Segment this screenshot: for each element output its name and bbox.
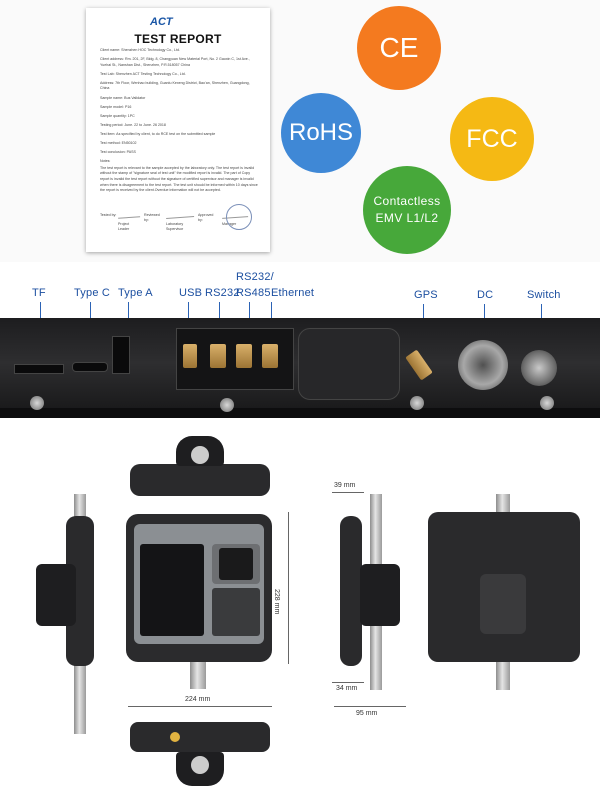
report-title: TEST REPORT [134,32,222,46]
sample-model: Sample model: P16 [100,104,132,109]
height-dim-line [288,512,289,664]
act-logo: ACT [150,16,173,28]
rohs-badge: RoHS [281,93,361,173]
front-screen [140,544,204,636]
port-label-tf: TF [32,287,46,299]
fcc-badge: FCC [450,97,534,181]
client-address: Client address: Rm. 201, 2F, Bldg. 8, Ch… [100,57,250,67]
width-dim: 224 mm [185,696,211,703]
screw-icon [30,396,44,410]
ethernet-terminal [262,344,278,368]
port-label-ethernet: Ethernet [271,287,315,299]
depth-top-dim: 39 mm [334,482,356,489]
lab-stamp [226,204,252,230]
sample-name: Sample name: Bus Validator [100,95,146,100]
screw-icon [220,398,234,412]
centre-housing [298,328,400,400]
lab-address: Address: 7th Floor, Wenhao building, Gua… [100,80,250,91]
dc-connector [458,340,508,390]
power-switch [521,350,557,386]
depth-bottom-dim: 34 mm [336,685,358,692]
port-label-type-c: Type C [74,287,111,299]
port-label-type-a: Type A [118,287,153,299]
depth-overall-dim: 95 mm [356,710,378,717]
port-label-switch: Switch [527,289,561,301]
fcc-badge-label: FCC [466,124,518,153]
contactless-line1: Contactless [373,194,441,208]
report-body: Client name: Shenzhen HOC Technology Co.… [100,48,260,197]
rohs-badge-label: RoHS [288,119,354,146]
port-label-dc: DC [477,289,494,301]
laboratory-supervisor-label: Laboratory Supervisor [166,222,184,231]
port-label-rs232-line1: RS232/ [236,271,274,283]
notes-label: Notes: [100,159,111,164]
bottom-port-gold [170,732,180,742]
depth-top-line [332,492,364,493]
approved-by-label: Approved by: [198,213,214,222]
client-name: Client name: Shenzhen HOC Technology Co.… [100,48,181,52]
device-port-strip [0,318,600,418]
contactless-badge: Contactless EMV L1/L2 [363,166,451,254]
right-side-device [340,516,362,666]
reviewed-signature [165,212,195,219]
rs485-terminal [236,344,252,368]
port-label-usb: USB [179,287,203,299]
height-dim: 228 mm [273,589,280,615]
test-report-document: ACT TEST REPORT Client name: Shenzhen HO… [86,8,270,252]
scanner-window [219,548,253,580]
ce-badge-label: CE [379,32,419,63]
gps-connector [405,349,433,381]
tf-slot [14,364,64,374]
depth-bottom-line [332,682,364,683]
card-reader [212,588,260,636]
depth-overall-line [334,706,406,707]
project-leader-label: Project Leader [118,222,130,231]
type-a-port [112,336,130,374]
test-item: Test item: As specified by client, to do… [100,131,216,136]
type-c-port [72,362,108,372]
testing-period: Testing period: June. 22 to June. 26 201… [100,122,166,127]
sample-quantity: Sample quantity: 1PC [100,113,135,118]
screw-icon [540,396,554,410]
test-lab: Test Lab: Shenzhen ACT Testing Technolog… [100,71,186,76]
test-method: Test method: EN50102 [100,141,137,146]
contactless-line2: EMV L1/L2 [375,211,439,225]
reviewed-by-label: Reviewed by: [144,213,160,222]
port-label-rs232: RS232 [205,287,240,299]
rs232-terminal [210,344,226,368]
ce-badge: CE [357,6,441,90]
top-view-device [130,464,270,496]
left-side-bracket [36,564,76,626]
width-dim-line [128,706,272,707]
certification-section: ACT TEST REPORT Client name: Shenzhen HO… [0,0,600,262]
usb-terminal [183,344,197,368]
tested-by-label: Tested by: [100,213,117,217]
top-view-pole [191,446,209,464]
right-side-bracket [360,564,400,626]
bottom-view-device [130,722,270,752]
test-conclusion: Test conclusion: PASS [100,150,136,155]
port-label-gps: GPS [414,289,438,301]
front-pole [190,659,206,689]
notes-text: The test report is relevant to the sampl… [100,165,258,193]
screw-icon [410,396,424,410]
port-label-rs485-line2: RS485 [236,287,271,299]
dimensions-section: 224 mm 228 mm 39 mm 34 mm 95 mm [0,434,600,800]
front-view-device [126,514,272,662]
ports-section: TF Type C Type A USB RS232 RS232/ RS485 … [0,262,600,434]
strip-shelf [0,408,600,418]
bottom-view-pole [191,756,209,774]
tested-signature [117,212,141,219]
back-bracket [480,574,526,634]
